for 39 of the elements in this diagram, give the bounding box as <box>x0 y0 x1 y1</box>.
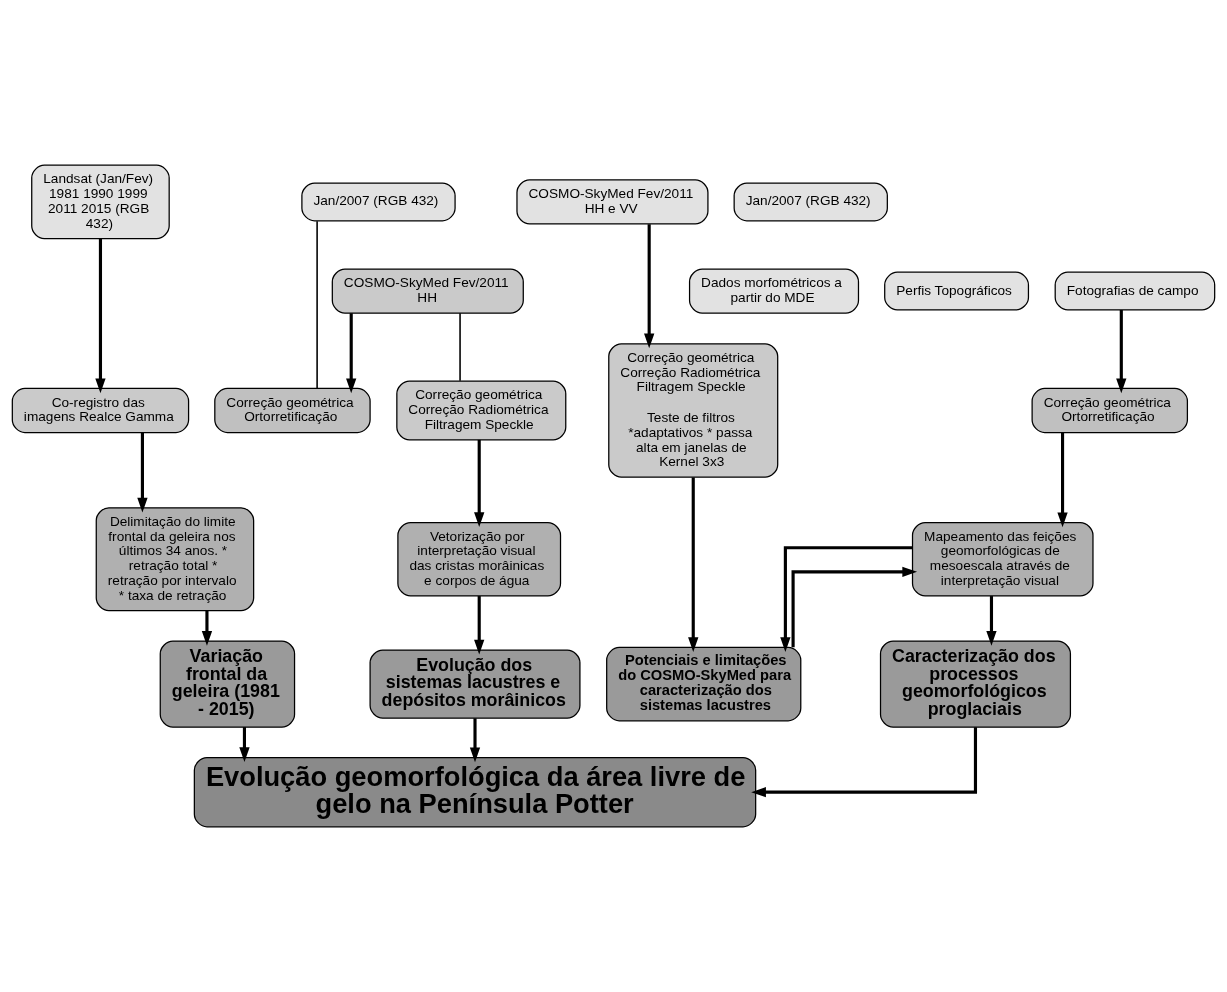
node-box: COSMO-SkyMed Fev/2011 HH <box>331 268 524 314</box>
arrow <box>137 432 148 513</box>
node-box: Correção geométrica Ortorretificação <box>1031 387 1189 434</box>
arrow <box>469 718 481 763</box>
node-box: Fotografias de campo <box>1054 271 1216 311</box>
connector <box>459 312 461 382</box>
arrow <box>780 546 913 652</box>
arrow <box>474 439 485 528</box>
arrow <box>688 477 699 653</box>
node-box: Vetorização por interpretação visual das cristas morâinicas e corpos de água <box>397 521 562 597</box>
node-box: COSMO-SkyMed Fev/2011 HH e VV <box>516 179 709 225</box>
node-box: Jan/2007 (RGB 432) <box>733 182 888 222</box>
node-box: Delimitação do limite frontal da geleira nos últimos 34 anos. * retração total * retração por intervalo * taxa de retração <box>95 507 255 612</box>
arrow <box>201 610 213 646</box>
node-box: Landsat (Jan/Fev) 1981 1990 1999 2011 2015 (RGB 432) <box>31 164 170 240</box>
node-box: Dados morfométricos a partir do MDE <box>688 268 860 314</box>
node-box: Potenciais e limitações do COSMO-SkyMed para caracterização dos sistemas lacustres <box>606 646 802 722</box>
connector <box>316 220 318 389</box>
node-box: Evolução dos sistemas lacustres e depósitos morâinicos <box>369 649 581 719</box>
arrow <box>346 313 357 394</box>
node-box: Correção geométrica Correção Radiométrica Filtragem Speckle Teste de filtros *adaptativos * passa alta em janelas de Kernel 3x3 <box>608 343 779 478</box>
arrow <box>751 727 978 798</box>
node-box: Variação frontal da geleira (1981 - 2015) <box>159 640 296 728</box>
arrow <box>1057 432 1068 528</box>
arrow <box>986 596 997 646</box>
node-box: Caracterização dos processos geomorfológicos proglaciais <box>879 640 1072 728</box>
node-box: Co-registro das imagens Realce Gamma <box>11 387 190 434</box>
node-box: Correção geométrica Correção Radiométrica Filtragem Speckle <box>396 380 567 441</box>
node-box: Correção geométrica Ortorretificação <box>214 387 371 434</box>
node-box: Jan/2007 (RGB 432) <box>301 182 456 222</box>
arrow <box>474 596 485 655</box>
node-box: Perfis Topográficos <box>884 271 1030 311</box>
arrow <box>644 224 655 349</box>
arrow <box>239 727 250 763</box>
arrow <box>95 238 106 394</box>
arrow <box>1116 310 1127 394</box>
node-box: Mapeamento das feições geomorfológicas de mesoescala através de interpretação visual <box>911 521 1094 597</box>
node-box: Evolução geomorfológica da área livre de gelo na Península Potter <box>193 756 757 828</box>
arrow <box>791 566 918 648</box>
